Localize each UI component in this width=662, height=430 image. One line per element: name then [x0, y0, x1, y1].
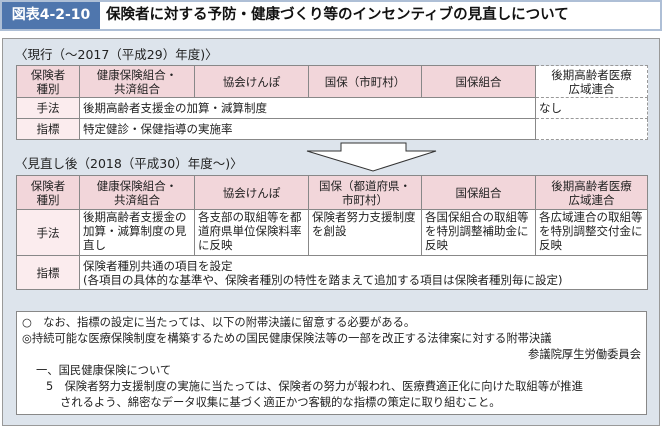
revised-heading: 〈見直し後（2018（平成30）年度～)〉: [15, 156, 243, 171]
method-cell: 後期高齢者支援金の加算・減算制度の見直し: [79, 209, 195, 256]
method-cell: 各国保組合の取組等を特別調整補助金に反映: [421, 209, 536, 256]
header-cell: 後期高齢者医療 広域連合: [535, 65, 648, 98]
table-row: 手法 後期高齢者支援金の加算・減算制度 なし: [16, 97, 648, 119]
current-table: 保険者 種別 健康保険組合・ 共済組合 協会けんぽ 国保（市町村） 国保組合 後…: [16, 65, 648, 140]
figure-label: 図表4-2-10: [2, 2, 100, 29]
row-label: 手法: [16, 209, 80, 256]
table-row: 手法 後期高齢者支援金の加算・減算制度の見直し 各支部の取組等を都道府県単位保険…: [16, 209, 648, 256]
table-row: 指標 特定健診・保健指導の実施率: [16, 118, 648, 140]
note-line: 5 保険者努力支援制度の実施に当たっては、保険者の努力が報われ、医療費適正化に向…: [46, 380, 583, 393]
indicator-cell: 特定健診・保健指導の実施率: [79, 118, 536, 140]
note-line: ◎持続可能な医療保険制度を構築するための国民健康保険法等の一部を改正する法律案に…: [22, 332, 552, 345]
down-arrow-icon: [306, 142, 437, 172]
note-box: ○ なお、指標の設定に当たっては、以下の附帯決議に留意する必要がある。 ◎持続可…: [16, 311, 647, 415]
title-bar: 図表4-2-10 保険者に対する予防・健康づくり等のインセンティブの見直しについ…: [0, 0, 662, 31]
header-cell: 協会けんぽ: [194, 65, 309, 98]
indicator-cell-last: [535, 118, 648, 140]
content-panel: 〈現行（～2017（平成29）年度)〉 保険者 種別 健康保険組合・ 共済組合 …: [2, 38, 660, 426]
header-cell: 健康保険組合・ 共済組合: [79, 65, 195, 98]
header-cell: 国保組合: [421, 175, 536, 210]
indicator-line: (各項目の具体的な基準や、保険者種別の特性を踏まえて追加する項目は保険者種別毎に…: [83, 272, 563, 287]
method-cell: 各支部の取組等を都道府県単位保険料率に反映: [194, 209, 309, 256]
header-cell: 保険者 種別: [16, 175, 80, 210]
note-line: されるよう、綿密なデータ収集に基づく適正かつ客観的な指標の策定に取り組むこと。: [60, 396, 501, 409]
page-title: 保険者に対する予防・健康づくり等のインセンティブの見直しについて: [106, 7, 569, 23]
note-committee: 参議院厚生労働委員会: [528, 348, 641, 361]
header-row: 保険者 種別 健康保険組合・ 共済組合 協会けんぽ 国保（都道府県・ 市町村） …: [16, 175, 648, 210]
table-row: 指標 保険者種別共通の項目を設定 (各項目の具体的な基準や、保険者種別の特性を踏…: [16, 255, 648, 290]
row-label: 指標: [16, 255, 80, 290]
header-cell: 後期高齢者医療 広域連合: [535, 175, 648, 210]
indicator-line: 保険者種別共通の項目を設定: [83, 258, 233, 273]
note-line: ○ なお、指標の設定に当たっては、以下の附帯決議に留意する必要がある。: [22, 316, 416, 329]
indicator-cell: 保険者種別共通の項目を設定 (各項目の具体的な基準や、保険者種別の特性を踏まえて…: [79, 255, 648, 290]
note-line: 一、国民健康保険について: [36, 364, 172, 377]
method-cell-last: なし: [535, 97, 648, 119]
method-cell: 後期高齢者支援金の加算・減算制度: [79, 97, 536, 119]
method-cell: 各広域連合の取組等を特別調整交付金に反映: [535, 209, 648, 256]
header-row: 保険者 種別 健康保険組合・ 共済組合 協会けんぽ 国保（市町村） 国保組合 後…: [16, 65, 648, 98]
revised-table: 保険者 種別 健康保険組合・ 共済組合 協会けんぽ 国保（都道府県・ 市町村） …: [16, 175, 648, 290]
header-cell: 協会けんぽ: [194, 175, 309, 210]
header-cell: 健康保険組合・ 共済組合: [79, 175, 195, 210]
current-heading: 〈現行（～2017（平成29）年度)〉: [15, 47, 218, 62]
header-cell: 国保（市町村）: [308, 65, 422, 98]
header-cell: 国保（都道府県・ 市町村）: [308, 175, 422, 210]
method-cell: 保険者努力支援制度を創設: [308, 209, 422, 256]
row-label: 指標: [16, 118, 80, 140]
